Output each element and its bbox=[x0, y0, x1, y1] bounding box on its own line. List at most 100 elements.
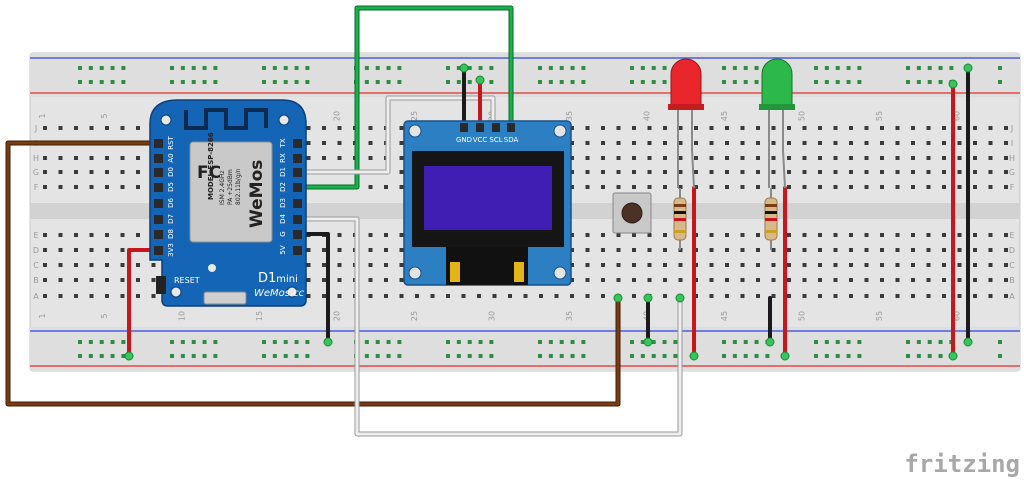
oled-pin bbox=[460, 123, 468, 132]
breadboard-hole bbox=[306, 156, 311, 160]
column-number: 40 bbox=[643, 111, 652, 121]
breadboard-hole bbox=[988, 185, 993, 189]
breadboard-hole bbox=[725, 233, 729, 237]
rail-hole bbox=[467, 80, 472, 84]
breadboard-hole bbox=[973, 278, 977, 282]
breadboard-hole bbox=[322, 294, 326, 298]
breadboard-hole bbox=[756, 278, 760, 282]
green-led bbox=[759, 58, 795, 189]
breadboard-hole bbox=[120, 233, 125, 237]
rail-hole bbox=[88, 354, 93, 358]
wemos-pin bbox=[293, 199, 302, 208]
reset-button[interactable] bbox=[156, 276, 166, 294]
breadboard-hole bbox=[942, 248, 946, 252]
wemos-pin-label: D3 bbox=[279, 198, 287, 208]
breadboard-hole bbox=[337, 156, 342, 160]
oled-flex-tab bbox=[450, 262, 460, 282]
rail-hole bbox=[732, 66, 737, 70]
breadboard-hole bbox=[895, 294, 900, 298]
breadboard-hole bbox=[306, 141, 311, 145]
rail-hole bbox=[640, 80, 645, 84]
breadboard-hole bbox=[647, 278, 652, 282]
rail-hole bbox=[78, 80, 82, 84]
breadboard-hole bbox=[43, 278, 47, 282]
breadboard-hole bbox=[833, 156, 838, 160]
breadboard-hole bbox=[802, 278, 807, 282]
white-wire-scl bbox=[295, 96, 495, 174]
breadboard-hole bbox=[849, 294, 853, 298]
row-letter: D bbox=[1009, 246, 1015, 255]
rail-hole bbox=[170, 340, 174, 344]
wire-end bbox=[780, 351, 790, 361]
breadboard-hole bbox=[74, 185, 78, 189]
breadboard-hole bbox=[58, 156, 63, 160]
rail-hole bbox=[467, 354, 472, 358]
breadboard-hole bbox=[818, 156, 822, 160]
wire-end bbox=[613, 293, 623, 303]
rail-hole bbox=[446, 354, 450, 358]
wemos-pin-label: RX bbox=[279, 153, 287, 163]
black-wire-gnd bbox=[295, 232, 330, 344]
column-number: 20 bbox=[333, 111, 342, 121]
breadboard-hole bbox=[957, 156, 962, 160]
breadboard-hole bbox=[539, 294, 543, 298]
breadboard-hole bbox=[833, 141, 838, 145]
breadboard-hole bbox=[89, 185, 94, 189]
breadboard-hole bbox=[988, 233, 993, 237]
breadboard-hole bbox=[833, 126, 838, 130]
breadboard-hole bbox=[136, 263, 140, 267]
rail-hole bbox=[722, 354, 726, 358]
red-led bbox=[668, 58, 704, 189]
green-wire bbox=[295, 6, 513, 189]
breadboard-hole bbox=[895, 156, 900, 160]
breadboard-hole bbox=[725, 248, 729, 252]
breadboard-hole bbox=[616, 233, 621, 237]
breadboard-hole bbox=[368, 263, 373, 267]
column-number: 5 bbox=[100, 313, 109, 318]
mounting-hole bbox=[278, 114, 290, 126]
board-name: D1mini bbox=[258, 271, 298, 286]
breadboard-hole bbox=[849, 170, 853, 174]
breadboard-hole bbox=[74, 248, 78, 252]
breadboard-hole bbox=[818, 294, 822, 298]
rail-hole bbox=[732, 340, 737, 344]
breadboard-hole bbox=[911, 248, 915, 252]
breadboard-hole bbox=[957, 233, 962, 237]
breadboard-hole bbox=[663, 126, 667, 130]
rail-hole bbox=[949, 66, 954, 70]
rail-hole bbox=[213, 340, 218, 344]
rail-hole bbox=[262, 354, 266, 358]
breadboard-hole bbox=[771, 278, 776, 282]
column-number: 20 bbox=[333, 311, 342, 321]
rail-hole bbox=[262, 66, 266, 70]
mounting-hole bbox=[160, 114, 172, 126]
breadboard-hole bbox=[136, 278, 140, 282]
breadboard-hole bbox=[430, 294, 435, 298]
breadboard-hole bbox=[632, 141, 636, 145]
breadboard-hole bbox=[756, 141, 760, 145]
breadboard-hole bbox=[725, 263, 729, 267]
breadboard-hole bbox=[880, 233, 884, 237]
breadboard-hole bbox=[399, 170, 404, 174]
rail-hole bbox=[998, 340, 1002, 344]
breadboard-hole bbox=[337, 233, 342, 237]
rail-hole bbox=[743, 340, 748, 344]
breadboard-hole bbox=[833, 170, 838, 174]
breadboard-hole bbox=[647, 248, 652, 252]
rail-hole bbox=[857, 354, 862, 358]
push-button[interactable] bbox=[612, 192, 652, 234]
wire-end bbox=[675, 293, 685, 303]
wemos-pin-label: 3V3 bbox=[167, 243, 175, 257]
push-button-cap[interactable] bbox=[621, 202, 643, 224]
rail-hole bbox=[78, 354, 82, 358]
breadboard-hole bbox=[570, 294, 574, 298]
wemos-d1-mini[interactable]: FC MODEL ESP-8266 ISM 2.4GHz PA +25dBm 8… bbox=[149, 99, 307, 307]
rail-hole bbox=[170, 80, 174, 84]
breadboard-hole bbox=[926, 294, 931, 298]
breadboard-hole bbox=[833, 263, 838, 267]
column-number: 10 bbox=[178, 311, 187, 321]
